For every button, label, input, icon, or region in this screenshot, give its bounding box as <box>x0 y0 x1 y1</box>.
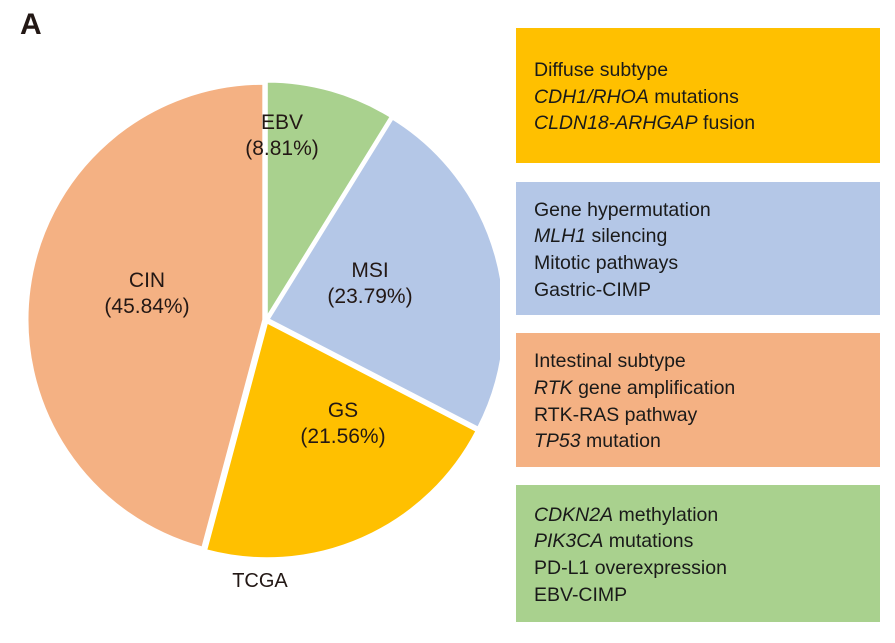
gene-name: TP53 <box>534 430 581 453</box>
pie-label-gs: GS (21.56%) <box>288 398 398 449</box>
annotation-line: CLDN18-ARHGAP fusion <box>534 110 862 137</box>
annotation-text: gene amplification <box>572 376 736 399</box>
annotation-line: RTK gene amplification <box>534 375 862 402</box>
annotation-text: methylation <box>613 503 719 526</box>
annotation-text: mutations <box>603 530 694 553</box>
pie-label-msi-name: MSI <box>351 259 389 282</box>
gene-name: RTK <box>534 376 573 399</box>
annotation-text: PD-L1 overexpression <box>534 557 727 579</box>
pie-slice-ebv <box>265 80 392 319</box>
annotation-text: EBV-CIMP <box>534 583 628 606</box>
annotation-text: Intestinal subtype <box>534 350 686 373</box>
annotation-line: PD-L1 overexpression <box>534 555 862 582</box>
pie-label-gs-percent: (21.56%) <box>300 424 386 448</box>
pie-label-cin-name: CIN <box>128 269 166 292</box>
pie-slice-cin <box>26 82 265 549</box>
pie-label-cin-percent: (45.84%) <box>104 294 190 318</box>
gene-name: PIK3CA <box>534 530 604 553</box>
annotation-text: RTK-RAS pathway <box>534 403 698 426</box>
pie-chart: EBV (8.81%) MSI (23.79%) GS (21.56%) CIN… <box>26 80 500 592</box>
annotation-line: CDKN2A methylation <box>534 502 862 529</box>
annotation-line: CDH1/RHOA mutations <box>534 84 862 111</box>
annotation-line: EBV-CIMP <box>534 582 862 609</box>
annotation-text: Mitotic pathways <box>534 252 679 274</box>
annotation-text: Diffuse subtype <box>534 59 669 82</box>
panel-letter: A <box>20 8 42 41</box>
gene-name: CDH1/RHOA <box>534 85 649 108</box>
annotation-line: Gastric-CIMP <box>534 277 862 304</box>
pie-chart-svg <box>26 80 500 560</box>
pie-label-ebv: EBV (8.81%) <box>232 110 332 161</box>
annotation-text: mutation <box>580 430 661 453</box>
annotation-text: Gene hypermutation <box>534 198 711 221</box>
gene-name: CLDN18-ARHGAP <box>534 112 698 135</box>
pie-caption: TCGA <box>232 570 288 592</box>
pie-label-cin: CIN (45.84%) <box>92 268 202 319</box>
pie-label-ebv-percent: (8.81%) <box>245 136 319 160</box>
annotation-line: Gene hypermutation <box>534 197 862 224</box>
pie-label-msi-percent: (23.79%) <box>327 284 413 308</box>
annotation-line: Mitotic pathways <box>534 250 862 277</box>
pie-label-ebv-name: EBV <box>260 111 304 134</box>
annotation-text: fusion <box>697 112 756 135</box>
annotation-line: MLH1 silencing <box>534 223 862 250</box>
annotation-text: silencing <box>586 225 668 248</box>
gene-name: MLH1 <box>534 225 587 248</box>
annotation-line: TP53 mutation <box>534 428 862 455</box>
pie-slice-msi <box>267 117 500 429</box>
annotation-text: mutations <box>648 85 739 108</box>
annotation-line: PIK3CA mutations <box>534 528 862 555</box>
gene-name: CDKN2A <box>534 503 614 526</box>
annotation-text: Gastric-CIMP <box>534 278 651 301</box>
pie-label-gs-name: GS <box>327 399 359 422</box>
annotation-line: Diffuse subtype <box>534 57 862 84</box>
pie-slice-group <box>26 80 500 560</box>
pie-slice-gs <box>204 321 478 560</box>
pie-label-msi: MSI (23.79%) <box>315 258 425 309</box>
annotation-line: RTK-RAS pathway <box>534 402 862 429</box>
annotation-line: Intestinal subtype <box>534 348 862 375</box>
